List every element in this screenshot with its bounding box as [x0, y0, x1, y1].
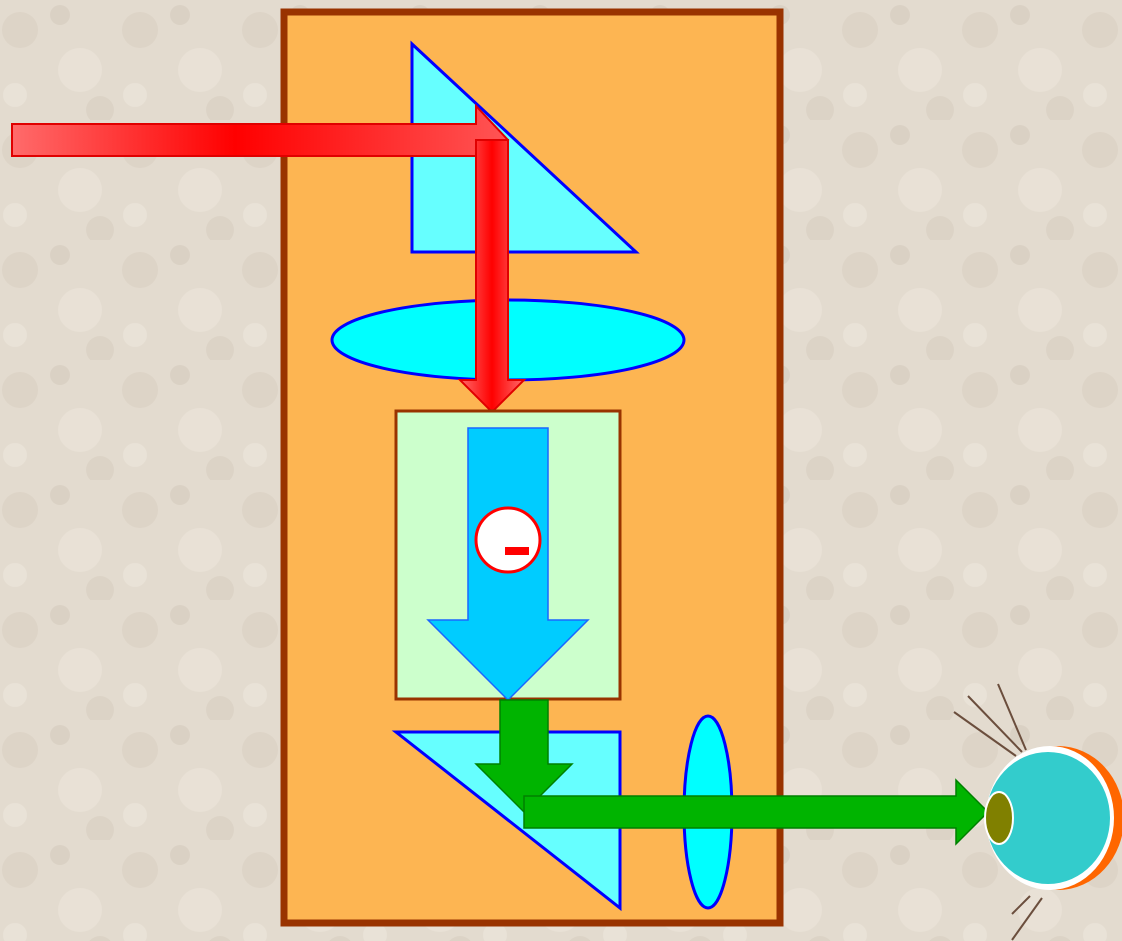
- eye-pupil: [984, 791, 1014, 845]
- signal-to-eye-arrow: [523, 778, 990, 846]
- eye-icon: [953, 683, 1122, 941]
- minus-sign: [505, 547, 529, 555]
- eyelash-4: [1011, 897, 1043, 941]
- eye-iris: [986, 752, 1110, 884]
- eyelash-5: [1011, 895, 1031, 915]
- downward-light-arrow: [457, 139, 527, 414]
- eyelash-3: [953, 711, 1017, 757]
- electron-circle: [474, 506, 542, 574]
- electron-symbol: [474, 506, 542, 574]
- signal-down-arrow: [474, 699, 574, 814]
- eyelash-2: [967, 695, 1023, 753]
- eyelash-1: [997, 683, 1027, 751]
